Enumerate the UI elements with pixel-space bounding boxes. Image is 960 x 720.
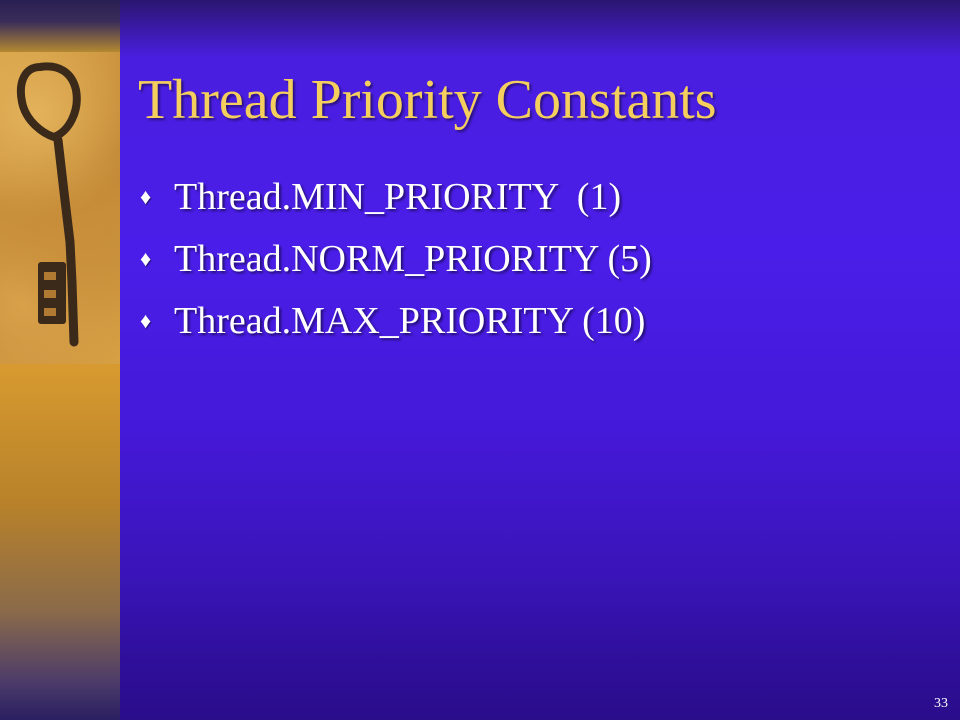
bullet-list: ♦ Thread.MIN_PRIORITY (1) ♦ Thread.NORM_… bbox=[140, 166, 652, 352]
bullet-item: ♦ Thread.NORM_PRIORITY (5) bbox=[140, 228, 652, 290]
bullet-text: Thread.NORM_PRIORITY (5) bbox=[174, 238, 652, 280]
diamond-bullet-icon: ♦ bbox=[140, 246, 152, 271]
slide-number: 33 bbox=[934, 696, 948, 711]
slide-content-area bbox=[120, 0, 960, 720]
bullet-text: Thread.MAX_PRIORITY (10) bbox=[174, 300, 646, 342]
bullet-item: ♦ Thread.MIN_PRIORITY (1) bbox=[140, 166, 652, 228]
sidebar-strip bbox=[0, 0, 120, 720]
bullet-text: Thread.MIN_PRIORITY (1) bbox=[174, 176, 622, 218]
key-icon bbox=[0, 52, 120, 364]
slide-title: Thread Priority Constants bbox=[138, 69, 717, 131]
diamond-bullet-icon: ♦ bbox=[140, 308, 152, 333]
bullet-item: ♦ Thread.MAX_PRIORITY (10) bbox=[140, 290, 652, 352]
diamond-bullet-icon: ♦ bbox=[140, 184, 152, 209]
